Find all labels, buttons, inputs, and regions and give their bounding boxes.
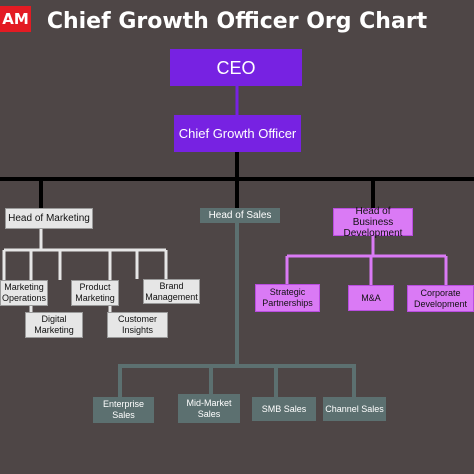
bizdev-team-box: Strategic Partnerships — [255, 284, 320, 312]
marketing-team-box: Marketing Operations — [0, 280, 48, 306]
head-of-marketing-box: Head of Marketing — [5, 208, 93, 229]
brand-logo: AM — [0, 6, 31, 32]
marketing-team-box: Brand Management — [143, 279, 200, 304]
ceo-box: CEO — [170, 49, 302, 86]
marketing-team-box: Digital Marketing — [25, 312, 83, 338]
bizdev-team-box: M&A — [348, 285, 394, 311]
head-of-business-development-box: Head of Business Development — [333, 206, 413, 239]
sales-team-box: Mid-Market Sales — [178, 394, 240, 423]
bizdev-team-box: Corporate Development — [407, 285, 474, 312]
head-of-sales-box: Head of Sales — [200, 208, 280, 223]
marketing-team-box: Customer Insights — [107, 312, 168, 338]
chart-title: Chief Growth Officer Org Chart — [46, 9, 428, 34]
marketing-team-box: Product Marketing — [71, 280, 119, 306]
cgo-box: Chief Growth Officer — [174, 115, 301, 152]
sales-team-box: SMB Sales — [252, 397, 316, 421]
sales-team-box: Channel Sales — [323, 397, 386, 421]
sales-team-box: Enterprise Sales — [93, 397, 154, 423]
